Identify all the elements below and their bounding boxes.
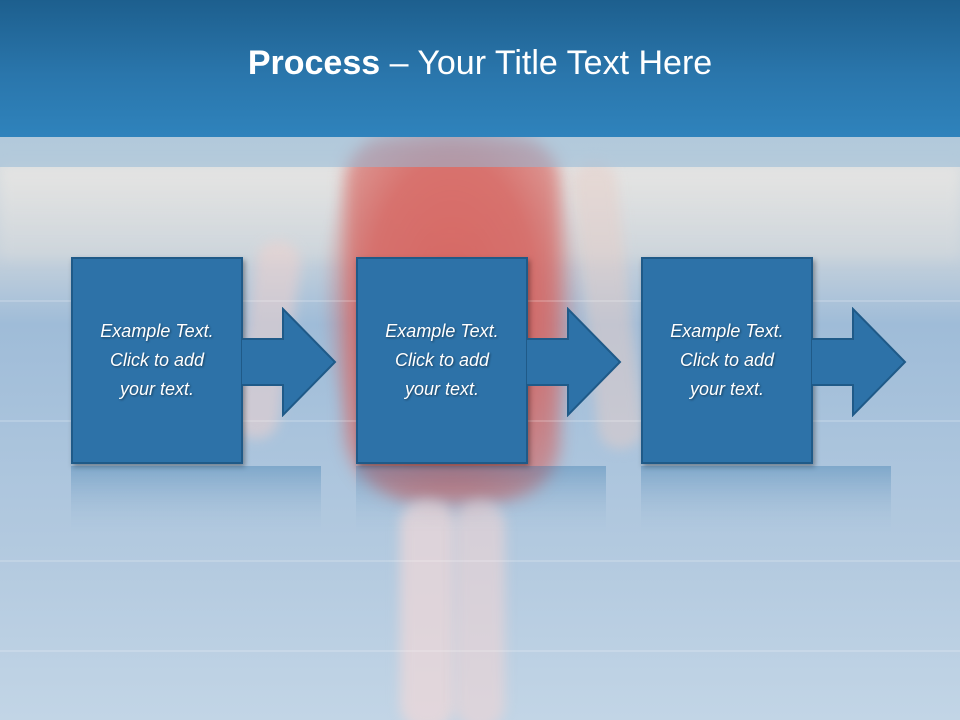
title-bold-part: Process [247, 44, 381, 82]
process-box[interactable]: Example Text. Click to add your text. [71, 257, 243, 464]
background-leg-right [455, 500, 505, 720]
background-wave [0, 650, 960, 652]
process-box-text[interactable]: Example Text. Click to add your text. [385, 321, 499, 399]
arrow-right-icon [241, 307, 337, 417]
process-box-text[interactable]: Example Text. Click to add your text. [670, 321, 784, 399]
process-box-text[interactable]: Example Text. Click to add your text. [100, 321, 214, 399]
step-reflection [71, 466, 321, 536]
header-strip [0, 137, 960, 167]
arrow-right-icon [526, 307, 622, 417]
process-box[interactable]: Example Text. Click to add your text. [641, 257, 813, 464]
background-wave [0, 560, 960, 562]
title-bar: Process – Your Title Text Here [0, 0, 960, 137]
step-reflection [641, 466, 891, 536]
arrow-right-icon [811, 307, 907, 417]
title-rest-part: – Your Title Text Here [380, 44, 713, 82]
step-reflection [356, 466, 606, 536]
slide-title[interactable]: Process – Your Title Text Here [248, 44, 712, 83]
background-leg-left [400, 500, 455, 720]
process-box[interactable]: Example Text. Click to add your text. [356, 257, 528, 464]
